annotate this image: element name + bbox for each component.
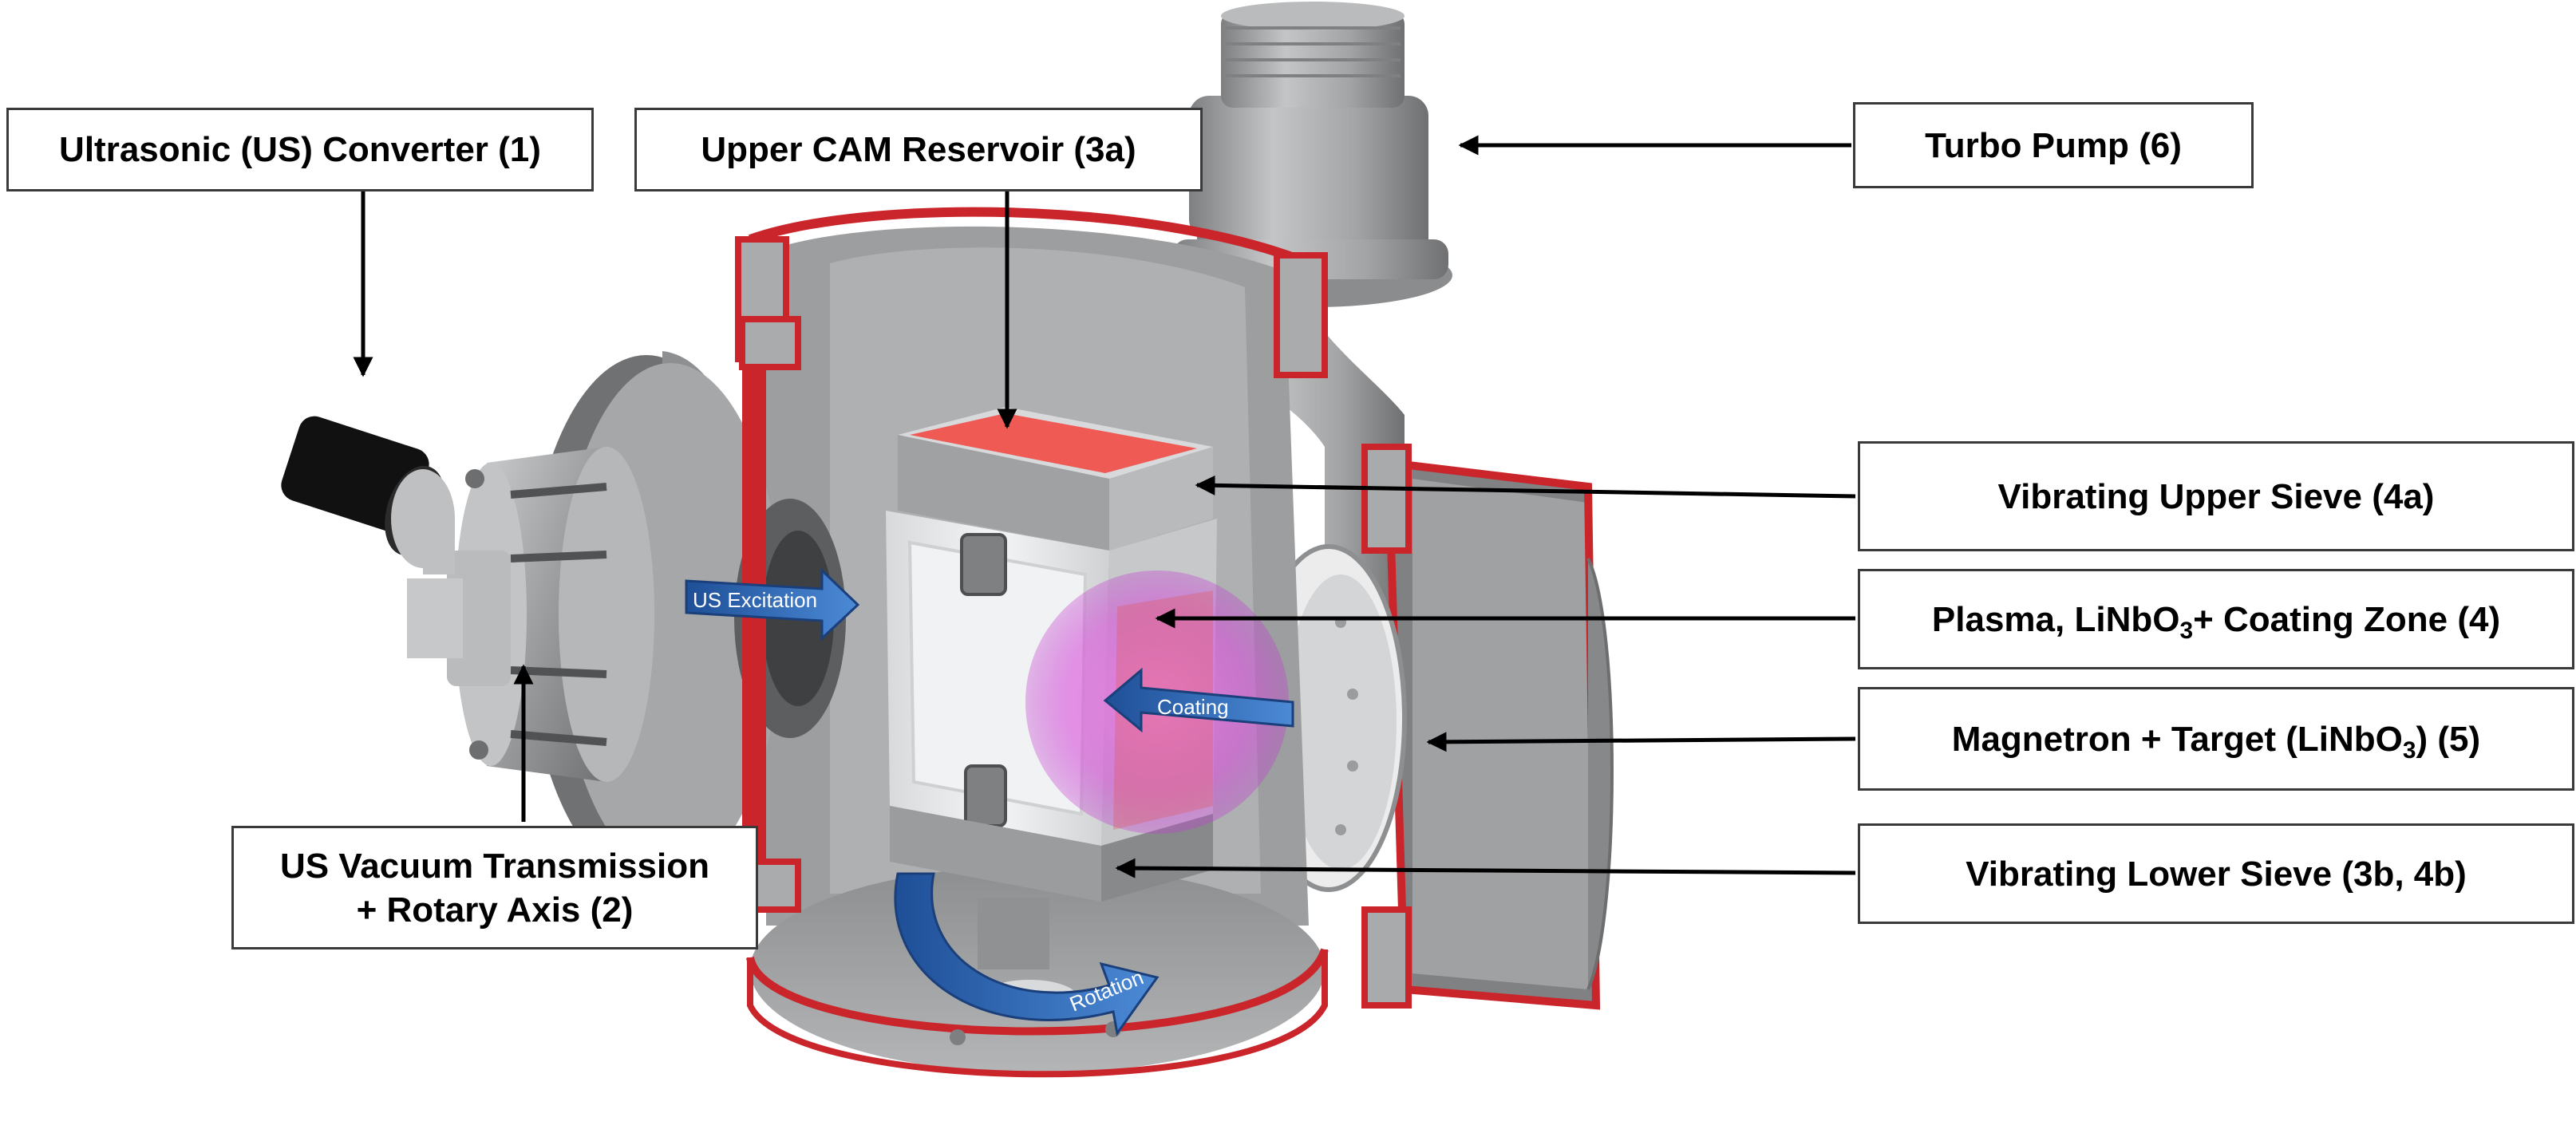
label-magnetron-text: Magnetron + Target (LiNbO3) (5)	[1951, 717, 2481, 764]
leader-lower-sieve	[1115, 858, 1856, 878]
label-us-converter-text: Ultrasonic (US) Converter (1)	[59, 130, 541, 169]
label-transmission-line2: + Rotary Axis (2)	[356, 890, 634, 930]
label-lower-sieve-text: Vibrating Lower Sieve (3b, 4b)	[1966, 854, 2467, 894]
magnetron-subscript: 3	[2402, 736, 2416, 764]
label-magnetron: Magnetron + Target (LiNbO3) (5)	[1858, 687, 2574, 791]
label-upper-sieve: Vibrating Upper Sieve (4a)	[1858, 441, 2574, 551]
label-us-converter: Ultrasonic (US) Converter (1)	[6, 108, 594, 191]
label-upper-reservoir: Upper CAM Reservoir (3a)	[634, 108, 1203, 191]
magnetron-suffix: ) (5)	[2416, 719, 2481, 759]
label-transmission-line1: US Vacuum Transmission	[280, 846, 709, 886]
plasma-suffix: + Coating Zone (4)	[2193, 599, 2501, 639]
label-upper-reservoir-text: Upper CAM Reservoir (3a)	[701, 130, 1136, 169]
plasma-prefix: Plasma, LiNbO	[1931, 599, 2180, 639]
label-turbo-pump-text: Turbo Pump (6)	[1925, 125, 2182, 165]
magnetron-prefix: Magnetron + Target (LiNbO	[1951, 719, 2403, 759]
leader-arrows	[353, 135, 1856, 878]
label-plasma-zone: Plasma, LiNbO3+ Coating Zone (4)	[1858, 569, 2574, 669]
leader-upper-sieve	[1195, 475, 1856, 499]
us-converter	[281, 416, 463, 658]
us-excitation-arrow: US Excitation	[685, 567, 860, 641]
coating-arrow: Coating	[1103, 667, 1294, 733]
label-lower-sieve: Vibrating Lower Sieve (3b, 4b)	[1858, 823, 2574, 924]
leader-magnetron	[1426, 732, 1856, 752]
coating-text: Coating	[1157, 695, 1229, 719]
us-transmission	[447, 447, 654, 782]
label-turbo-pump: Turbo Pump (6)	[1853, 102, 2254, 188]
us-excitation-text: US Excitation	[693, 588, 817, 612]
plasma-subscript: 3	[2179, 617, 2194, 644]
label-plasma-zone-text: Plasma, LiNbO3+ Coating Zone (4)	[1931, 598, 2501, 644]
label-transmission: US Vacuum Transmission + Rotary Axis (2)	[231, 826, 758, 949]
label-upper-sieve-text: Vibrating Upper Sieve (4a)	[1997, 476, 2435, 516]
